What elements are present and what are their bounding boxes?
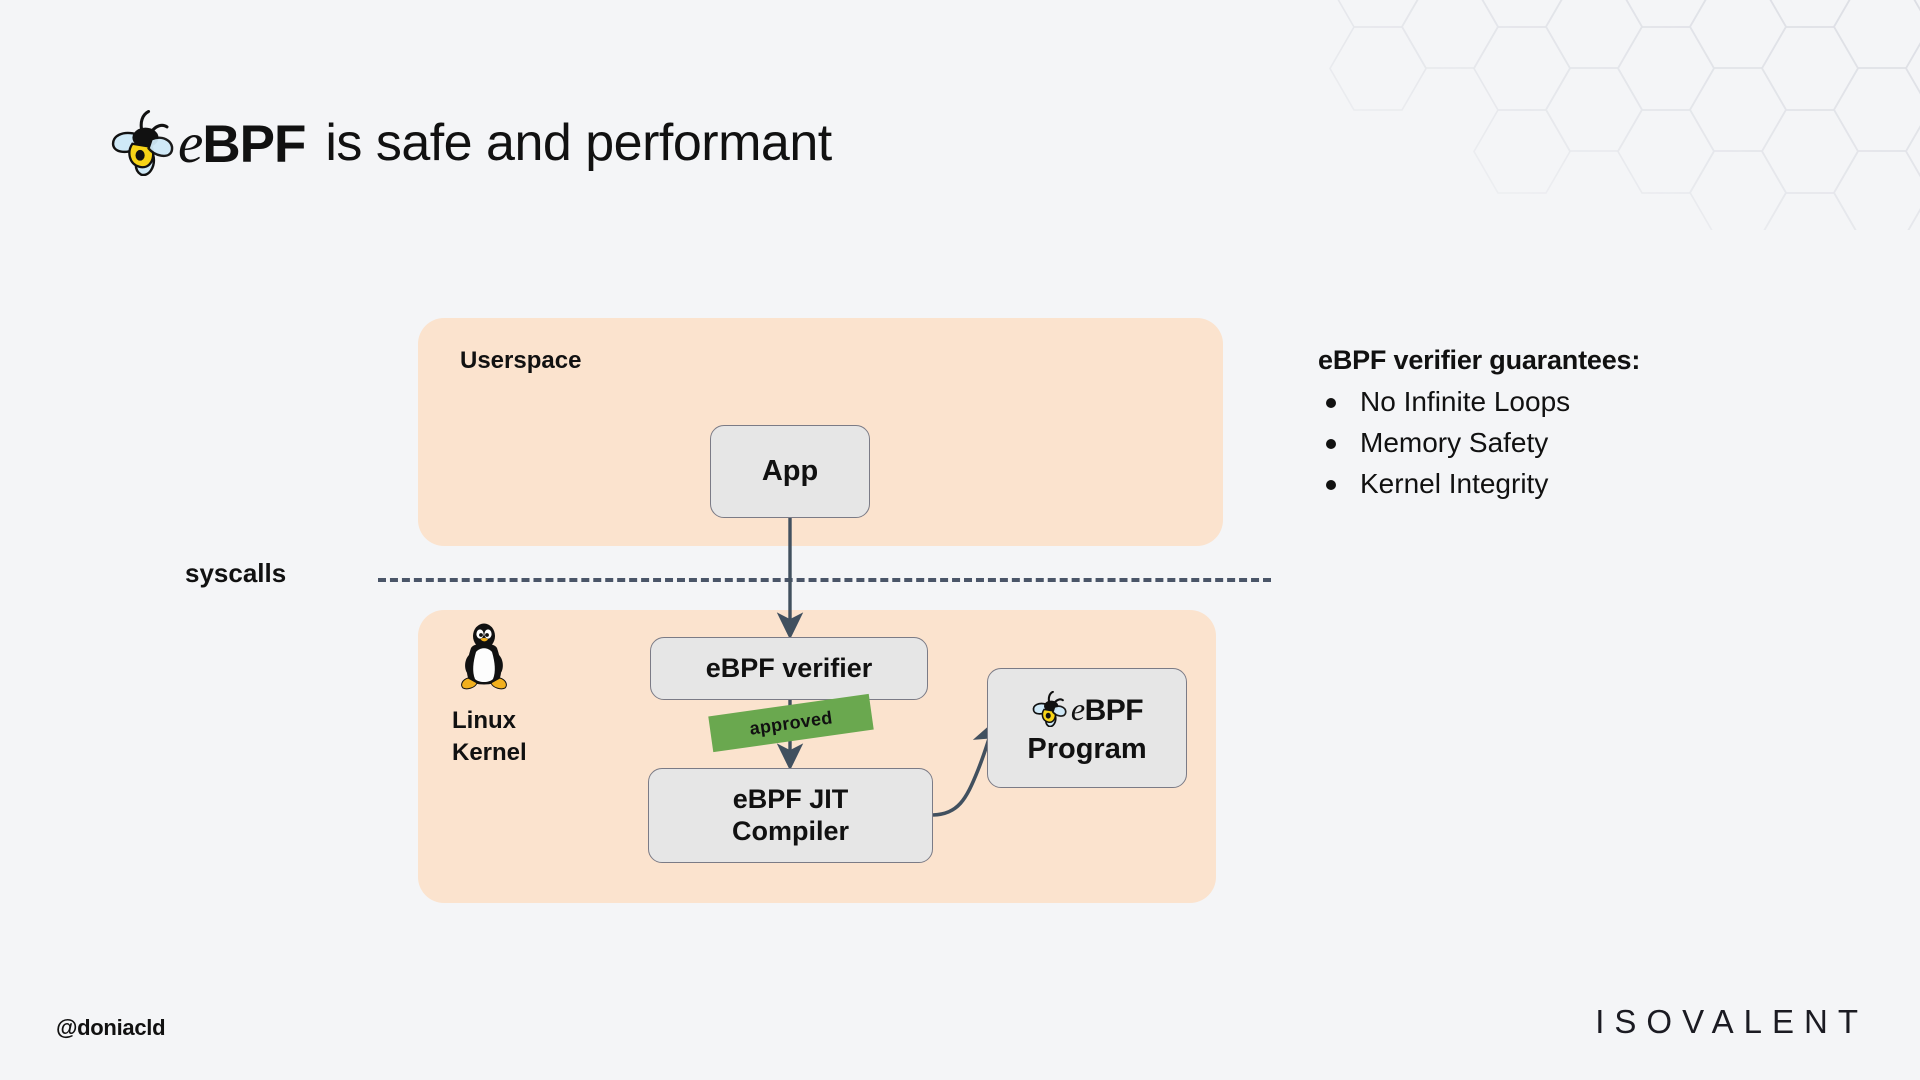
node-ebpf-program-brand: eBPF <box>1070 690 1144 729</box>
syscalls-divider-line <box>378 578 1271 582</box>
node-ebpf-program-brand-bpf: BPF <box>1084 693 1144 727</box>
title-text: is safe and performant <box>325 114 832 172</box>
ebpf-bee-logo-icon <box>1032 691 1067 728</box>
node-ebpf-verifier[interactable]: eBPF verifier <box>650 637 928 700</box>
title-brand-bpf: BPF <box>202 114 306 174</box>
zone-label-kernel: Linux Kernel <box>452 707 527 767</box>
title-brand: eBPF <box>178 111 306 175</box>
list-item: Memory Safety <box>1318 423 1838 464</box>
node-app[interactable]: App <box>710 425 870 518</box>
node-ebpf-program[interactable]: eBPF Program <box>987 668 1187 788</box>
honeycomb-pattern-icon <box>1329 0 1920 230</box>
isovalent-wordmark: ISOVALENT <box>1595 1003 1868 1040</box>
ebpf-bee-logo-icon <box>111 110 174 176</box>
list-item: Kernel Integrity <box>1318 464 1838 505</box>
node-ebpf-program-word: Program <box>1027 733 1147 766</box>
page-title: eBPF is safe and performant <box>108 108 832 178</box>
guarantees-panel: eBPF verifier guarantees: No Infinite Lo… <box>1318 345 1838 505</box>
isovalent-logo: ISOVALENT <box>1595 1003 1868 1041</box>
syscalls-label: syscalls <box>185 558 287 588</box>
author-handle: @doniacld <box>56 1015 166 1040</box>
zone-label-userspace: Userspace <box>460 347 582 374</box>
node-ebpf-program-brand-e: e <box>1070 690 1085 727</box>
guarantees-title: eBPF verifier guarantees: <box>1318 345 1641 375</box>
node-ebpf-program-head: eBPF <box>1031 689 1144 729</box>
title-brand-e: e <box>178 111 203 175</box>
guarantees-list: No Infinite Loops Memory Safety Kernel I… <box>1318 382 1838 505</box>
node-ebpf-jit-compiler[interactable]: eBPF JIT Compiler <box>648 768 933 863</box>
linux-tux-icon <box>461 623 507 690</box>
list-item: No Infinite Loops <box>1318 382 1838 423</box>
